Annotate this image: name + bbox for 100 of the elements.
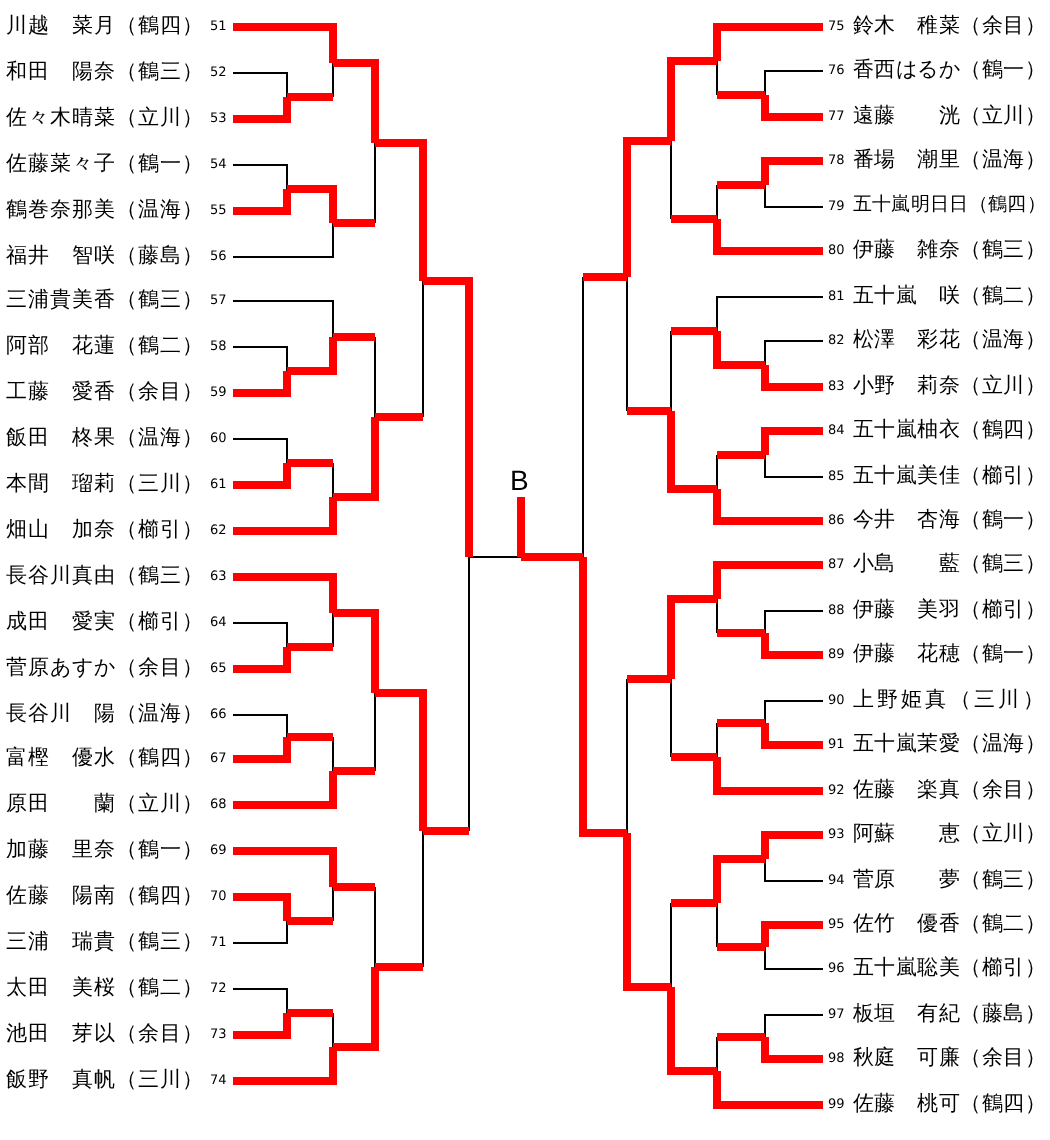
- winner-line: [287, 93, 333, 101]
- winner-line: [233, 463, 291, 489]
- bracket-line: [716, 296, 824, 332]
- winner-line: [333, 767, 375, 775]
- winner-line: [521, 553, 583, 561]
- winner-line: [713, 757, 823, 795]
- winner-line: [287, 1009, 333, 1017]
- winner-line: [233, 1047, 337, 1085]
- winner-line: [671, 215, 717, 223]
- player-name: 鶴巻奈那美（温海）: [6, 196, 202, 224]
- winner-line: [333, 609, 379, 693]
- winner-line: [717, 181, 765, 189]
- player-name: 佐藤 楽真（余目）: [852, 776, 1045, 804]
- player-name: 五十嵐聡美（櫛引）: [852, 954, 1045, 982]
- winner-line: [671, 327, 717, 335]
- player-name: 佐々木晴菜（立川）: [6, 104, 202, 132]
- winner-line: [333, 333, 375, 341]
- bracket-line: [232, 438, 288, 464]
- player-name: 川越 菜月（鶴四）: [6, 12, 202, 40]
- winner-line: [287, 337, 337, 375]
- winner-line: [671, 899, 717, 907]
- winner-line: [233, 573, 337, 613]
- winner-line: [375, 963, 423, 971]
- player-name: 五十嵐茉愛（温海）: [852, 730, 1045, 758]
- winner-line: [717, 719, 765, 727]
- bracket-line: [716, 722, 718, 758]
- player-name: 五十嵐美佳（櫛引）: [852, 462, 1045, 490]
- player-name: 秋庭 可廉（余目）: [852, 1044, 1045, 1072]
- bracket-line: [716, 598, 718, 634]
- winner-line: [233, 771, 337, 809]
- player-name: 飯田 柊果（温海）: [6, 424, 202, 452]
- bracket-line: [232, 920, 288, 944]
- bracket-line: [670, 330, 672, 412]
- bracket-line: [332, 1012, 334, 1048]
- winner-line: [761, 427, 823, 455]
- bracket-line: [582, 276, 584, 558]
- player-name: 香西はるか（鶴一）: [852, 56, 1045, 84]
- bracket-line: [626, 678, 628, 834]
- player-name: 菅原 夢（鶴三）: [852, 866, 1045, 894]
- winner-line: [233, 893, 291, 921]
- player-name: 佐竹 優香（鶴二）: [852, 910, 1045, 938]
- winner-line: [287, 459, 333, 467]
- bracket-line: [670, 140, 672, 220]
- bracket-line: [670, 678, 672, 758]
- player-name: 富樫 優水（鶴四）: [6, 744, 202, 772]
- winner-line: [761, 633, 823, 659]
- winner-line: [233, 23, 337, 63]
- winner-line: [333, 219, 375, 227]
- player-name: 長谷川真由（鶴三）: [6, 562, 202, 590]
- bracket-line: [764, 700, 824, 724]
- winner-line: [761, 831, 823, 859]
- bracket-line: [232, 300, 334, 338]
- winner-line: [713, 855, 765, 903]
- bracket-line: [374, 886, 376, 968]
- winner-line: [287, 733, 333, 741]
- winner-line: [579, 557, 627, 837]
- winner-line: [713, 489, 823, 525]
- bracket-line: [332, 612, 334, 648]
- bracket-line: [374, 142, 376, 224]
- winner-line: [233, 1013, 291, 1039]
- winner-line: [713, 331, 765, 369]
- winner-line: [627, 407, 671, 415]
- winner-line: [233, 847, 337, 887]
- winner-line: [287, 185, 337, 223]
- bracket-line: [374, 336, 376, 418]
- bracket-line: [232, 346, 288, 372]
- player-name: 遠藤 洸（立川）: [852, 102, 1045, 130]
- player-name: 池田 芽以（余目）: [6, 1020, 202, 1048]
- player-name: 三浦 瑞貴（鶴三）: [6, 928, 202, 956]
- winner-line: [761, 723, 823, 749]
- winner-line: [761, 95, 823, 121]
- block-label: B: [510, 466, 529, 496]
- player-name: 今井 杏海（鶴一）: [852, 506, 1045, 534]
- bracket-line: [764, 946, 824, 970]
- winner-line: [623, 137, 671, 277]
- bracket-line: [764, 858, 824, 882]
- bracket-line: [332, 736, 334, 772]
- player-name: 板垣 有紀（藤島）: [852, 1000, 1045, 1028]
- player-name: 太田 美桜（鶴二）: [6, 974, 202, 1002]
- winner-line: [375, 139, 427, 281]
- bracket-line: [422, 830, 424, 968]
- player-name: 小野 莉奈（立川）: [852, 372, 1045, 400]
- player-name: 和田 陽奈（鶴三）: [6, 58, 202, 86]
- winner-line: [761, 1037, 823, 1063]
- bracket-line: [232, 714, 288, 738]
- bracket-line: [468, 556, 522, 558]
- winner-line: [287, 643, 333, 651]
- bracket-line: [422, 280, 424, 418]
- winner-line: [333, 883, 375, 891]
- bracket-line: [716, 184, 718, 220]
- bracket-line: [764, 454, 824, 478]
- bracket-line: [332, 462, 334, 498]
- bracket-line: [764, 70, 824, 96]
- bracket-line: [374, 692, 376, 772]
- winner-line: [667, 987, 717, 1075]
- winner-line: [667, 57, 717, 141]
- player-name: 佐藤 桃可（鶴四）: [852, 1090, 1045, 1118]
- player-name: 菅原あすか（余目）: [6, 654, 202, 682]
- player-name: 伊藤 雑奈（鶴三）: [852, 236, 1045, 264]
- bracket-line: [716, 454, 718, 490]
